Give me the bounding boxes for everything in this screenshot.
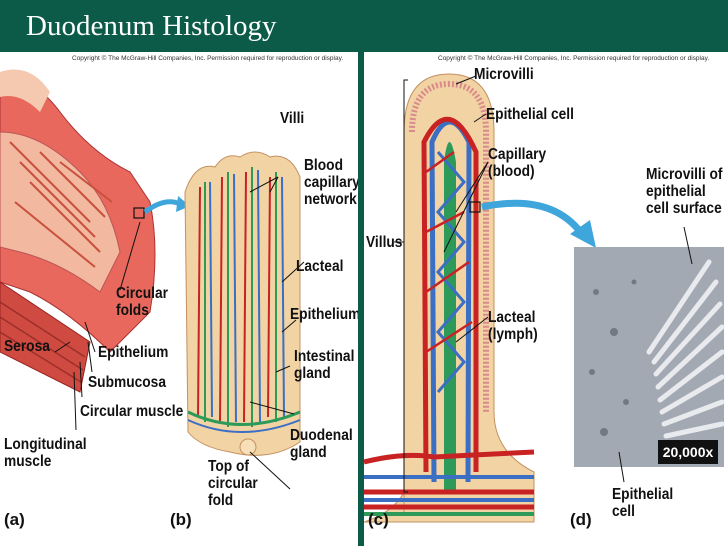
panel-letter-c: (c) <box>368 510 389 529</box>
label-longitudinal-muscle: Longitudinal muscle <box>4 436 87 470</box>
panel-letter-b: (b) <box>170 510 192 529</box>
intestine-wall-and-villi-illustration <box>0 69 305 490</box>
panel-left-image: Copyright © The McGraw-Hill Companies, I… <box>0 52 358 546</box>
panel-letter-a: (a) <box>4 510 25 529</box>
panel-right-image: Copyright © The McGraw-Hill Companies, I… <box>364 52 728 546</box>
label-submucosa: Submucosa <box>88 374 166 391</box>
label-epithelial-cell-d: Epithelial cell <box>612 486 674 520</box>
label-capillary-blood: Capillary (blood) <box>488 146 547 180</box>
slide-title: Duodenum Histology <box>26 10 277 42</box>
label-lacteal-b: Lacteal <box>296 258 344 275</box>
label-intestinal-gland: Intestinal gland <box>294 348 355 382</box>
villus-and-micrograph-illustration <box>364 73 725 523</box>
label-epithelium-b: Epithelium <box>290 306 358 323</box>
label-villi: Villi <box>280 110 305 127</box>
copyright-notice-left: Copyright © The McGraw-Hill Companies, I… <box>72 55 344 62</box>
magnification-label: 20,000x <box>658 440 718 464</box>
copyright-notice-right: Copyright © The McGraw-Hill Companies, I… <box>438 55 710 62</box>
label-top-of-circular-fold: Top of circular fold <box>208 458 258 509</box>
label-microvilli: Microvilli <box>474 66 534 83</box>
label-lacteal-lymph: Lacteal (lymph) <box>488 309 538 343</box>
label-villus: Villus <box>366 234 403 251</box>
label-circular-folds: Circular folds <box>116 285 169 319</box>
label-duodenal-gland: Duodenal gland <box>290 427 353 461</box>
label-blood-capillary-network: Blood capillary network <box>304 157 358 208</box>
label-circular-muscle: Circular muscle <box>80 403 184 420</box>
label-epithelium-a: Epithelium <box>98 344 169 361</box>
panel-letter-d: (d) <box>570 510 592 529</box>
label-epithelial-cell-c: Epithelial cell <box>486 106 574 123</box>
label-serosa: Serosa <box>4 338 50 355</box>
label-microvilli-surface: Microvilli of epithelial cell surface <box>646 166 723 217</box>
